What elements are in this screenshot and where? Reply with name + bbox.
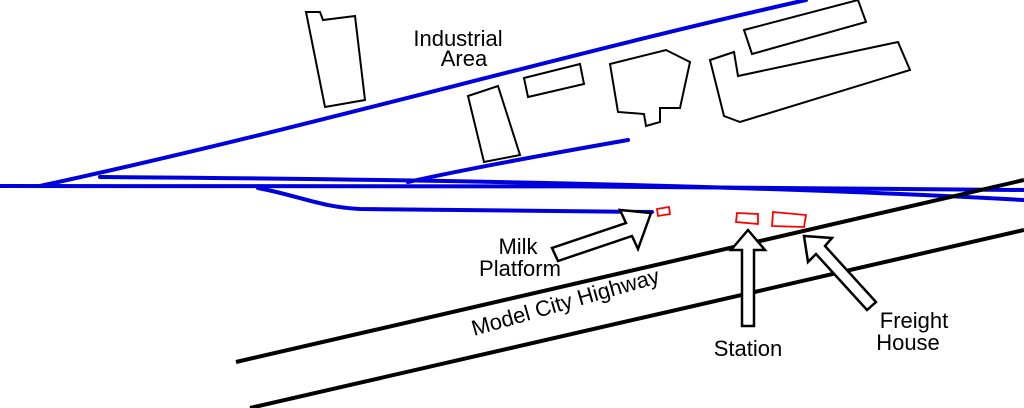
track-milk-siding [256,186,654,214]
map-labels: Industrial Area Milk Platform Station Fr… [413,26,948,361]
railroad-tracks [0,0,1024,214]
building-narrow [466,84,522,164]
freight-house-label-line1: Freight [880,308,948,333]
industrial-buildings [304,0,912,164]
industrial-area-label-line2: Area [441,46,488,71]
freight-house-label-line2: House [876,330,940,355]
building-center-l-shaped [608,48,692,128]
track-main-line [0,183,1024,192]
station-building-marker [735,212,759,225]
track-siding-main [98,175,1024,202]
building-tall-left [304,11,367,109]
highway-edge-lower [249,228,1024,408]
building-small-bar [522,62,586,99]
station-arrow [728,228,768,328]
pointer-arrows [550,208,878,328]
freight-house-marker [771,211,808,228]
milk-platform-label-line2: Platform [479,256,561,281]
milk-platform-label-line1: Milk [498,234,538,259]
industrial-area-label-line1: Industrial [413,26,502,51]
building-right-stepped [708,40,912,124]
highway-edge-upper [235,178,1024,364]
building-top-right [742,0,868,56]
track-industrial-upper [38,0,808,188]
milk-platform-arrow [550,208,653,263]
track-industrial-lower [406,138,630,184]
freight-house-arrow [802,234,878,312]
milk-platform-marker [655,205,672,218]
station-label: Station [714,336,783,361]
station-markers [655,205,808,228]
